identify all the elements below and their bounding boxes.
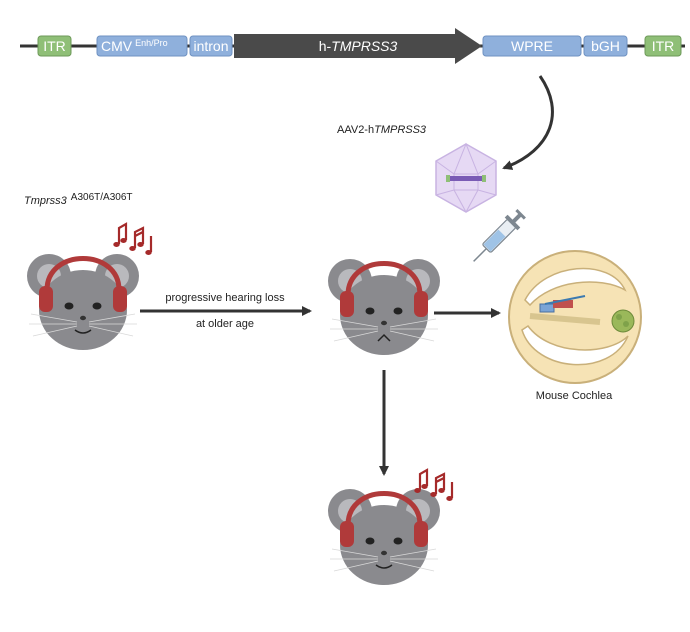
vector-prefix: AAV2-h — [337, 124, 374, 136]
cmv-box — [96, 35, 188, 57]
vector-label-group: AAV2-hTMPRSS3 — [337, 124, 427, 136]
genotype-allele: A306T/A306T — [71, 192, 133, 203]
genotype-gene: Tmprss3 — [24, 195, 68, 207]
intron-box — [189, 35, 233, 57]
wpre-box — [482, 35, 582, 57]
bgh-label: bGH — [591, 38, 620, 54]
transition-line2: at older age — [196, 318, 254, 330]
gene-arrow — [234, 28, 482, 64]
bgh-box — [583, 35, 628, 57]
cochlea-illustration — [508, 250, 642, 384]
mouse-hearing-young — [26, 253, 140, 351]
frown-mouth — [377, 333, 391, 342]
transition-line1: progressive hearing loss — [165, 292, 285, 304]
cochlea-label: Mouse Cochlea — [536, 390, 613, 402]
gene-label-group: h-TMPRSS3 — [319, 38, 398, 54]
itr-left-label: ITR — [43, 38, 66, 54]
smile-mouth-2 — [375, 564, 393, 569]
itr-right-box — [644, 35, 682, 57]
intron-label: intron — [193, 38, 228, 54]
packaging-arrow — [502, 75, 554, 170]
wpre-label: WPRE — [511, 38, 553, 54]
aav-capsid-icon — [435, 142, 497, 213]
vector-gene: TMPRSS3 — [374, 124, 427, 136]
mouse-hearing-loss — [327, 258, 441, 356]
capsid-genome-icon — [450, 176, 482, 181]
music-notes-icon — [112, 222, 153, 257]
smile-mouth — [74, 329, 92, 334]
syringe-icon — [473, 209, 526, 262]
gene-prefix: h- — [319, 38, 332, 54]
gene-name: TMPRSS3 — [331, 38, 397, 54]
cmv-label: CMV — [101, 38, 133, 54]
itr-right-label: ITR — [652, 38, 675, 54]
cmv-superscript: Enh/Pro — [135, 38, 168, 48]
mouse-hearing-restored — [327, 488, 441, 586]
itr-left-box — [37, 35, 72, 57]
